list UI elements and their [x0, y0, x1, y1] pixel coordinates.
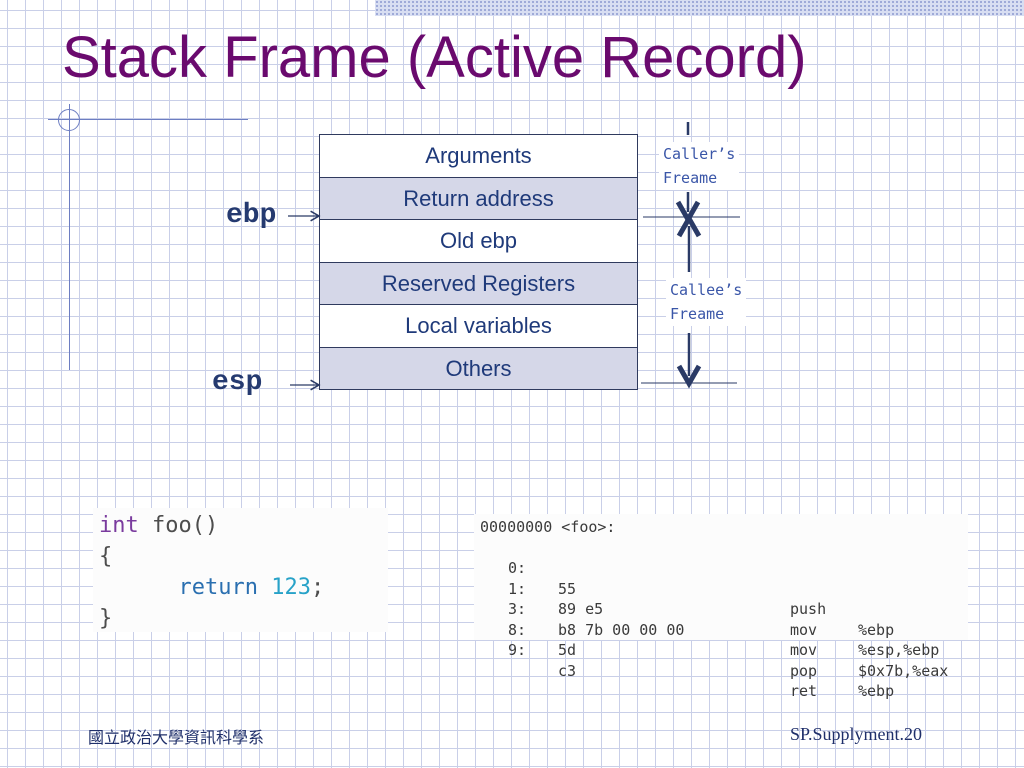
asm-address: 8:	[508, 620, 527, 639]
disassembly-line: 1: 89 e5 mov %esp,%ebp	[480, 558, 962, 660]
asm-opcode: mov	[790, 620, 818, 639]
disassembly-line: 0: 55 push %ebp	[480, 538, 962, 639]
code-line-2: {	[99, 544, 113, 569]
stack-row-return-address: Return address	[320, 177, 637, 220]
asm-operands: $0x7b,%eax	[858, 661, 949, 680]
top-decorative-band	[375, 0, 1024, 16]
asm-address: 3:	[508, 600, 527, 618]
disassembly-header: 00000000 <foo>:	[480, 518, 616, 536]
asm-bytes: c3	[558, 661, 577, 680]
footer-slide-id: SP.Supplyment.20	[790, 724, 923, 744]
disassembly-line: 3: b8 7b 00 00 00 mov $0x7b,%eax	[480, 579, 962, 680]
disassembly-line: 8: 5d pop %ebp	[480, 599, 962, 701]
asm-bytes: 89 e5	[558, 600, 604, 618]
code-keyword-return: return	[178, 575, 258, 600]
disassembly-block: 00000000 <foo>: 0: 55 push %ebp 1: 89 e5…	[474, 514, 968, 701]
code-line-4: }	[99, 606, 113, 631]
code-line-3: return 123;	[99, 572, 382, 603]
asm-opcode: mov	[790, 641, 818, 659]
asm-bytes: b8 7b 00 00 00	[558, 620, 685, 639]
stack-row-others: Others	[320, 347, 637, 389]
code-function-signature: foo()	[138, 513, 219, 538]
asm-operands: %ebp	[858, 620, 895, 639]
code-number: 123	[271, 575, 311, 600]
stack-row-old-ebp: Old ebp	[320, 220, 637, 263]
decorative-line-vertical	[69, 104, 70, 370]
disassembly-line: 9: c3 ret	[480, 620, 962, 700]
asm-bytes: 5d	[558, 641, 577, 659]
ebp-label: ebp	[226, 200, 277, 231]
asm-opcode: pop	[790, 661, 818, 680]
code-semicolon: ;	[310, 575, 325, 600]
asm-opcode: push	[790, 600, 827, 618]
code-line-1: int foo()	[99, 510, 382, 541]
asm-address: 9:	[508, 641, 527, 659]
asm-address: 0:	[508, 559, 527, 577]
asm-operands: %esp,%ebp	[858, 641, 940, 659]
slide-title: Stack Frame (Active Record)	[62, 25, 807, 90]
code-keyword-int: int	[99, 513, 139, 538]
stack-row-arguments: Arguments	[320, 135, 637, 178]
caller-frame-note: Caller’s Freame	[659, 142, 740, 190]
stack-frame-table: Arguments Return address Old ebp Reserve…	[319, 134, 638, 390]
callee-frame-note: Callee’s Freame	[666, 278, 747, 326]
stack-row-local-variables: Local variables	[320, 305, 637, 348]
decorative-line-horizontal	[48, 119, 248, 120]
code-indent	[99, 575, 178, 600]
asm-address: 1:	[508, 579, 527, 598]
footer-department: 國立政治大學資訊科學系	[88, 728, 265, 747]
asm-operands: %ebp	[858, 682, 895, 700]
asm-opcode: ret	[790, 682, 818, 700]
esp-label: esp	[212, 367, 263, 398]
source-code-block: int foo() { return 123;}	[93, 508, 388, 632]
stack-row-reserved-registers: Reserved Registers	[320, 262, 637, 305]
asm-bytes: 55	[558, 579, 577, 598]
decorative-circle	[58, 109, 80, 131]
